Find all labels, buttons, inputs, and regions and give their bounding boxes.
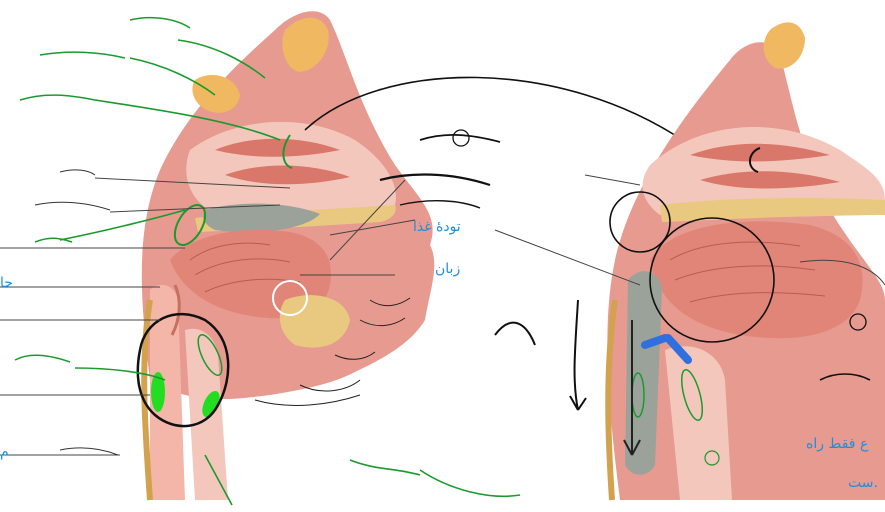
partial-m-label: م [0, 445, 9, 459]
right-text-line2: ست. [848, 476, 878, 490]
tongue-label: زبان [435, 262, 460, 276]
bolus-label: تودهٔ غذا [413, 220, 461, 234]
partial-left-label: حا [0, 276, 13, 290]
right-frontal-sinus [764, 22, 805, 68]
right-text-line1: ع فقط راه [806, 437, 868, 451]
left-head-section [138, 11, 434, 500]
